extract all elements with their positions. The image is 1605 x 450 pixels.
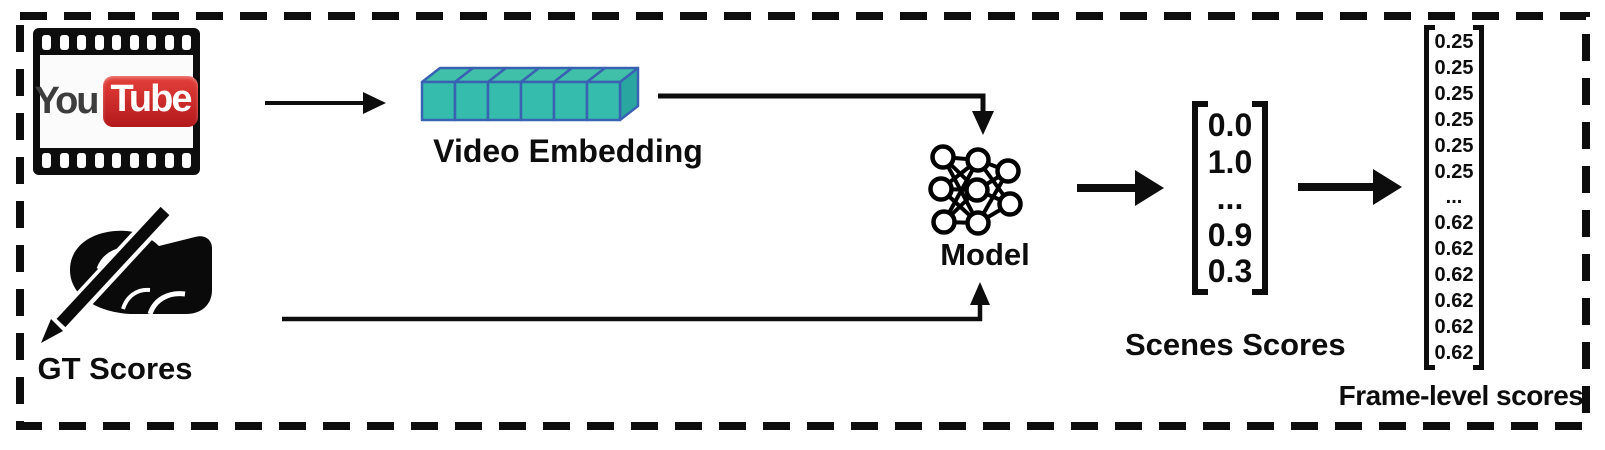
filmstrip-holes-top — [40, 35, 193, 50]
arrow-gt-to-model — [282, 282, 990, 322]
frame-level-scores-label: Frame-level scores — [1338, 380, 1584, 411]
youtube-filmstrip-icon: You Tube — [33, 28, 200, 175]
writing-hand-icon — [37, 201, 212, 348]
model-label: Model — [940, 237, 1030, 272]
arrow-scenes-to-frame — [1298, 169, 1402, 205]
frame-score: 0.62 — [1434, 290, 1474, 313]
gt-scores-label: GT Scores — [37, 351, 193, 386]
video-embedding-label: Video Embedding — [433, 133, 703, 169]
right-bracket — [1252, 101, 1268, 295]
frame-score: 0.25 — [1434, 31, 1474, 53]
frame-score: ... — [1445, 186, 1463, 209]
scene-score: 0.9 — [1207, 216, 1253, 253]
arrow-youtube-to-embedding — [265, 92, 386, 114]
youtube-logo-you: You — [34, 80, 100, 122]
frame-score: 0.25 — [1434, 160, 1474, 183]
frame-score: 0.25 — [1434, 82, 1474, 105]
filmstrip-holes-bottom — [40, 153, 193, 168]
frame-score: 0.62 — [1434, 238, 1474, 261]
scenes-scores-values: 0.0 1.0 ... 0.9 0.3 — [1208, 101, 1252, 295]
scenes-scores-label: Scenes Scores — [1125, 327, 1346, 362]
frame-score: 0.62 — [1434, 341, 1474, 364]
scene-score: 1.0 — [1207, 143, 1253, 180]
frame-score: 0.62 — [1434, 264, 1474, 287]
scene-score: 0.0 — [1207, 107, 1253, 143]
arrow-model-to-scenes — [1077, 170, 1164, 206]
scene-score: ... — [1216, 180, 1244, 216]
dashed-border — [16, 12, 1590, 430]
youtube-logo: You Tube — [35, 55, 199, 148]
embedding-cubes-icon — [420, 66, 640, 122]
left-bracket — [1192, 101, 1208, 295]
youtube-logo-tube-badge: Tube — [102, 76, 199, 127]
frame-score: 0.25 — [1434, 108, 1474, 131]
frame-score: 0.25 — [1434, 134, 1474, 157]
frame-level-scores-vector: 0.25 0.25 0.25 0.25 0.25 0.25 ... 0.62 0… — [1424, 25, 1484, 370]
left-bracket — [1424, 25, 1435, 370]
frame-level-scores-values: 0.25 0.25 0.25 0.25 0.25 0.25 ... 0.62 0… — [1435, 25, 1474, 370]
arrow-embedding-to-model — [658, 93, 994, 135]
frame-score: 0.62 — [1434, 212, 1474, 235]
neural-network-icon — [928, 144, 1023, 236]
scenes-scores-vector: 0.0 1.0 ... 0.9 0.3 — [1192, 101, 1268, 295]
scene-score: 0.3 — [1207, 253, 1253, 289]
youtube-logo-tube: Tube — [110, 78, 193, 120]
frame-score: 0.25 — [1434, 56, 1474, 79]
right-bracket — [1473, 25, 1484, 370]
frame-score: 0.62 — [1434, 315, 1474, 338]
